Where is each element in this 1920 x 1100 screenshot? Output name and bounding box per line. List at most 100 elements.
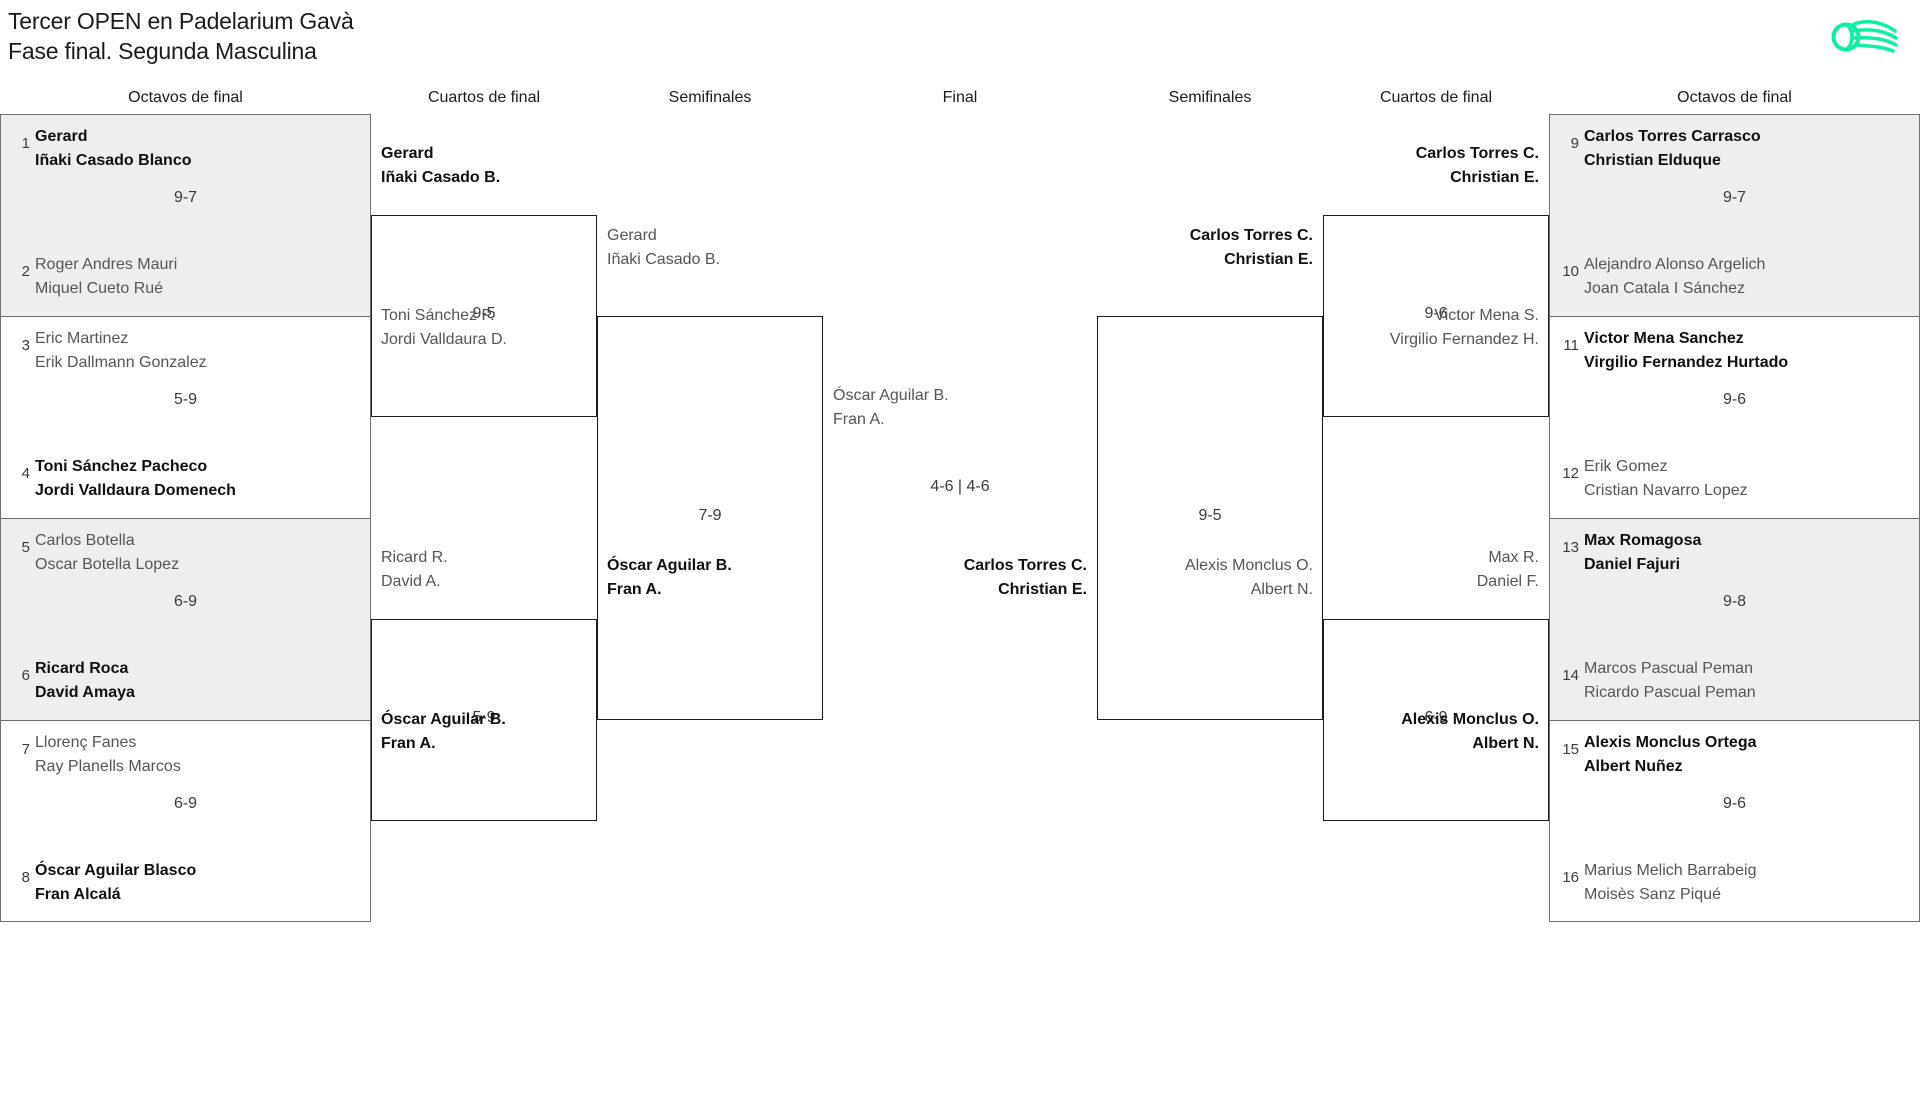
connector-right-semis-1: 9-5 [1097, 316, 1323, 720]
match-card-left-octavos-1[interactable]: 1 Gerard Iñaki Casado Blanco 9-7 2 Roger… [0, 114, 371, 316]
player-name: Roger Andres Mauri [35, 256, 178, 273]
seed-number: 13 [1562, 539, 1579, 556]
player-name: Marius Melich Barrabeig [1584, 862, 1757, 879]
player-name: Jordi Valldaura Domenech [35, 481, 236, 499]
player-name: Daniel Fajuri [1584, 555, 1681, 573]
team-pair-bottom: Ricard Roca David Amaya [35, 657, 360, 704]
player-name: Marcos Pascual Peman [1584, 660, 1753, 677]
match-score: 9-5 [1198, 507, 1222, 524]
player-name: Alexis Monclus O. [1401, 711, 1539, 728]
match-card-left-octavos-2[interactable]: 3 Eric Martinez Erik Dallmann Gonzalez 5… [0, 316, 371, 518]
match-score: 9-6 [1424, 305, 1448, 322]
match-score: 9-6 [1722, 795, 1747, 812]
match-score: 6-9 [1424, 709, 1448, 726]
player-name: Gerard [607, 227, 657, 244]
match-card-right-octavos-3[interactable]: 13 Max Romagosa Daniel Fajuri 9-8 14 Mar… [1549, 518, 1920, 720]
advancing-team-right-cuartos-2-top: Max R. Daniel F. [1313, 546, 1539, 593]
seed-number: 6 [21, 667, 30, 684]
padel-ball-logo [1828, 14, 1898, 58]
team-pair-top: Alexis Monclus Ortega Albert Nuñez [1584, 731, 1909, 778]
advancing-team-left-cuartos-1-bottom: Toni Sánchez P. Jordi Valldaura D. [381, 304, 507, 351]
match-card-right-octavos-1[interactable]: 9 Carlos Torres Carrasco Christian Elduq… [1549, 114, 1920, 316]
seed-number: 3 [21, 337, 30, 354]
seed-number: 2 [21, 263, 30, 280]
player-name: Iñaki Casado B. [607, 250, 720, 268]
match-score: 9-8 [1722, 593, 1747, 610]
seed-number: 9 [1570, 135, 1579, 152]
player-name: Erik Dallmann Gonzalez [35, 353, 207, 371]
player-name: Óscar Aguilar B. [607, 557, 732, 574]
match-card-left-octavos-4[interactable]: 7 Llorenç Fanes Ray Planells Marcos 6-9 … [0, 720, 371, 922]
player-name: Ray Planells Marcos [35, 757, 181, 775]
player-name: Ricard Roca [35, 660, 129, 677]
player-name: Max Romagosa [1584, 532, 1702, 549]
final-team-bottom: Carlos Torres C. Christian E. [833, 554, 1087, 601]
player-name: David Amaya [35, 683, 135, 701]
match-score: 9-7 [1722, 189, 1747, 206]
final-score: 4-6 | 4-6 [930, 478, 990, 495]
connector-left-cuartos-2: 5-9 [371, 619, 597, 821]
title-block: Tercer OPEN en Padelarium Gavà Fase fina… [8, 6, 354, 66]
team-pair-top: Gerard Iñaki Casado Blanco [35, 125, 360, 172]
player-name: Carlos Botella [35, 532, 135, 549]
team-pair-top: Victor Mena Sanchez Virgilio Fernandez H… [1584, 327, 1909, 374]
player-name: Gerard [381, 145, 434, 162]
team-pair-bottom: Óscar Aguilar Blasco Fran Alcalá [35, 859, 360, 906]
team-pair-top: Max Romagosa Daniel Fajuri [1584, 529, 1909, 576]
advancing-team-right-semis-top: Carlos Torres C. Christian E. [1097, 224, 1313, 271]
seed-number: 14 [1562, 667, 1579, 684]
player-name: Fran Alcalá [35, 885, 121, 903]
match-score: 9-5 [472, 305, 496, 322]
player-name: Fran A. [833, 410, 885, 428]
match-score: 6-9 [173, 593, 198, 610]
advancing-team-left-semis-top: Gerard Iñaki Casado B. [607, 224, 720, 271]
team-pair-bottom: Roger Andres Mauri Miquel Cueto Rué [35, 253, 360, 300]
player-name: Gerard [35, 128, 88, 145]
page-title-line1: Tercer OPEN en Padelarium Gavà [8, 8, 354, 34]
player-name: Christian Elduque [1584, 151, 1721, 169]
page-title-line2: Fase final. Segunda Masculina [8, 38, 317, 64]
match-score: 9-6 [1722, 391, 1747, 408]
advancing-team-right-semis-bottom: Alexis Monclus O. Albert N. [1097, 554, 1313, 601]
team-pair-bottom: Toni Sánchez Pacheco Jordi Valldaura Dom… [35, 455, 360, 502]
match-score: 5-9 [173, 391, 198, 408]
player-name: Iñaki Casado Blanco [35, 151, 192, 169]
player-name: Oscar Botella Lopez [35, 555, 180, 573]
player-name: Toni Sánchez P. [381, 307, 495, 324]
player-name: Iñaki Casado B. [381, 168, 501, 186]
round-label-semis-right: Semifinales [1168, 89, 1252, 106]
player-name: Carlos Torres C. [1415, 145, 1539, 162]
match-score: 7-9 [698, 507, 722, 524]
team-pair-bottom: Erik Gomez Cristian Navarro Lopez [1584, 455, 1909, 502]
seed-number: 12 [1562, 465, 1579, 482]
connector-left-cuartos-1: 9-5 [371, 215, 597, 417]
player-name: Victor Mena Sanchez [1584, 330, 1744, 347]
team-pair-top: Eric Martinez Erik Dallmann Gonzalez [35, 327, 360, 374]
match-card-left-octavos-3[interactable]: 5 Carlos Botella Oscar Botella Lopez 6-9… [0, 518, 371, 720]
round-label-octavos-right: Octavos de final [1677, 89, 1792, 106]
player-name: Jordi Valldaura D. [381, 330, 507, 348]
player-name: Albert N. [1250, 580, 1313, 598]
player-name: Max R. [1488, 549, 1539, 566]
seed-number: 7 [21, 741, 30, 758]
seed-number: 1 [21, 135, 30, 152]
match-card-right-octavos-2[interactable]: 11 Victor Mena Sanchez Virgilio Fernande… [1549, 316, 1920, 518]
seed-number: 4 [21, 465, 30, 482]
connector-left-semis-1: 7-9 [597, 316, 823, 720]
player-name: Alejandro Alonso Argelich [1584, 256, 1766, 273]
player-name: David A. [381, 572, 441, 590]
match-card-right-octavos-4[interactable]: 15 Alexis Monclus Ortega Albert Nuñez 9-… [1549, 720, 1920, 922]
player-name: Fran A. [381, 734, 436, 752]
player-name: Albert N. [1472, 734, 1539, 752]
team-pair-top: Carlos Torres Carrasco Christian Elduque [1584, 125, 1909, 172]
advancing-team-left-cuartos-2-bottom: Óscar Aguilar B. Fran A. [381, 708, 506, 755]
advancing-team-right-cuartos-1-top: Carlos Torres C. Christian E. [1313, 142, 1539, 189]
player-name: Joan Catala I Sánchez [1584, 279, 1745, 297]
round-label-final: Final [942, 89, 978, 106]
advancing-team-left-cuartos-2-top: Ricard R. David A. [381, 546, 448, 593]
player-name: Virgilio Fernandez H. [1389, 330, 1539, 348]
seed-number: 8 [21, 869, 30, 886]
advancing-team-left-semis-bottom: Óscar Aguilar B. Fran A. [607, 554, 732, 601]
player-name: Victor Mena S. [1434, 307, 1539, 324]
